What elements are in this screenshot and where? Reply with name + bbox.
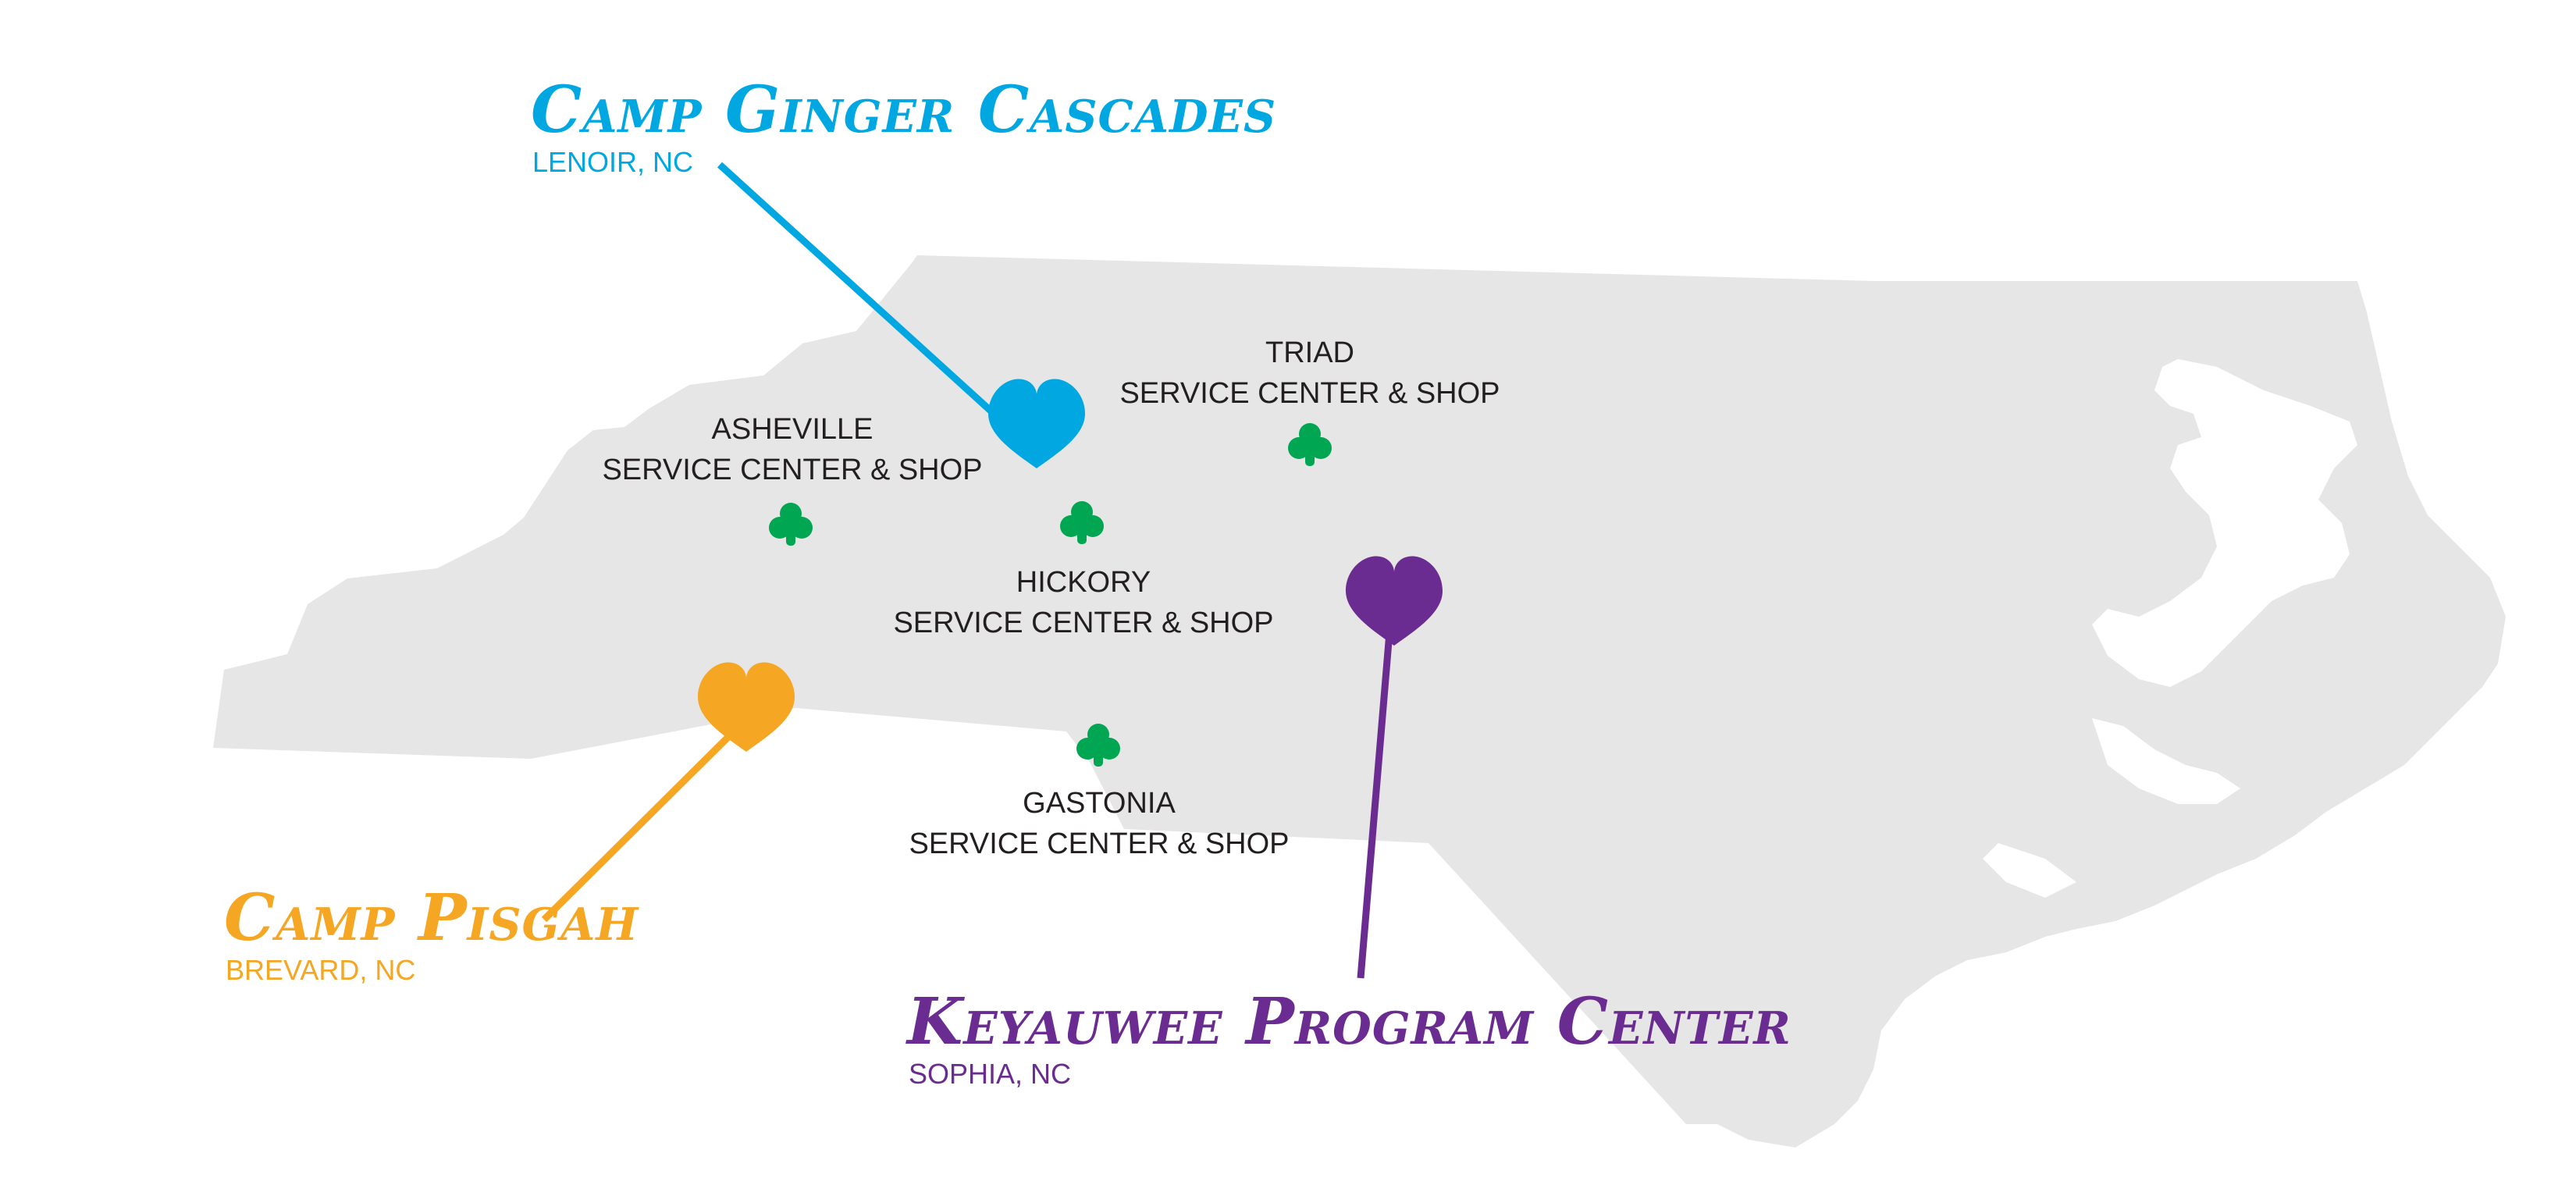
camp-location: BREVARD, NC	[226, 954, 416, 986]
state-shape	[213, 255, 2506, 1148]
center-type: SERVICE CENTER & SHOP	[893, 607, 1274, 639]
camp-name: Camp Pisgah	[224, 881, 639, 955]
coastal-sounds	[1983, 359, 2357, 898]
camp-name: Camp Ginger Cascades	[531, 73, 1277, 148]
ginger-cascades-pointer	[717, 162, 994, 415]
center-name: GASTONIA	[1023, 787, 1176, 820]
center-name: HICKORY	[1016, 566, 1151, 599]
gastonia-label: GASTONIA SERVICE CENTER & SHOP	[909, 783, 1289, 864]
center-type: SERVICE CENTER & SHOP	[1119, 377, 1500, 410]
keyauwee-pointer	[1357, 632, 1393, 979]
camp-name: Keyauwee Program Center	[907, 984, 1791, 1059]
center-type: SERVICE CENTER & SHOP	[602, 454, 983, 486]
hickory-label: HICKORY SERVICE CENTER & SHOP	[893, 562, 1273, 643]
camp-location: SOPHIA, NC	[909, 1058, 1072, 1090]
asheville-label: ASHEVILLE SERVICE CENTER & SHOP	[602, 409, 982, 490]
center-type: SERVICE CENTER & SHOP	[909, 827, 1290, 860]
pisgah-pointer	[541, 732, 733, 923]
camp-location: LENOIR, NC	[532, 146, 694, 178]
triad-label: TRIAD SERVICE CENTER & SHOP	[1119, 333, 1500, 414]
center-name: TRIAD	[1265, 336, 1354, 369]
center-name: ASHEVILLE	[711, 413, 873, 446]
